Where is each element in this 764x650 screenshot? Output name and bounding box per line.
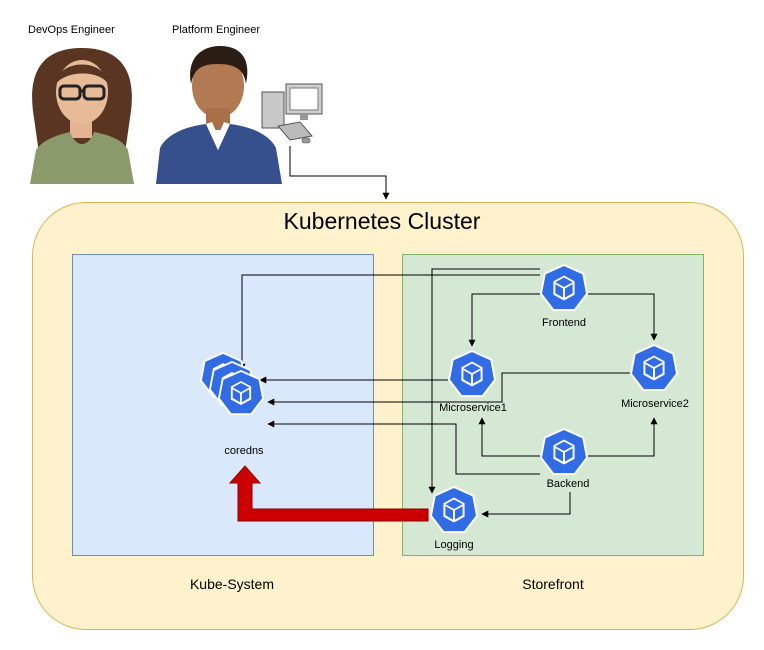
backend-to-logging-arrow (481, 492, 571, 518)
backend-to-microservice2-arrow (588, 417, 658, 457)
frontend-icon (540, 264, 588, 312)
microservice1-icon (448, 350, 496, 398)
microservice2-label: Microservice2 (621, 398, 689, 410)
logging-arrow-body (228, 465, 429, 522)
logging-label: Logging (434, 539, 474, 551)
computer-to-cluster-arrow (289, 146, 390, 200)
frontend-to-microservice1-arrow (468, 293, 540, 347)
frontend-to-coredns-arrow (238, 274, 540, 371)
devops-engineer-label: DevOps Engineer (28, 24, 115, 36)
computer-icon (261, 83, 323, 144)
kube-system-label: Kube-System (189, 576, 275, 592)
frontend-to-microservice2-arrow (588, 293, 658, 341)
logging-icon (430, 486, 478, 534)
platform-engineer-avatar-icon (156, 46, 282, 184)
devops-engineer-avatar-icon (30, 48, 134, 184)
cluster-title: Kubernetes Cluster (283, 208, 481, 234)
backend-to-microservice1-arrow (478, 417, 540, 457)
personas-illustration (30, 46, 323, 184)
backend-icon (540, 428, 588, 476)
platform-engineer-label: Platform Engineer (172, 24, 261, 36)
backend-to-coredns-arrow (267, 420, 540, 475)
microservice1-label: Microservice1 (439, 402, 507, 414)
microservice2-to-coredns-arrow (267, 372, 630, 406)
storefront-label: Storefront (522, 576, 584, 592)
backend-label: Backend (546, 478, 590, 490)
coredns-pod-3-icon (218, 370, 264, 416)
frontend-to-logging-arrow (428, 268, 540, 494)
frontend-label: Frontend (541, 317, 587, 329)
coredns-label: coredns (224, 445, 264, 457)
microservice2-icon (630, 344, 678, 392)
